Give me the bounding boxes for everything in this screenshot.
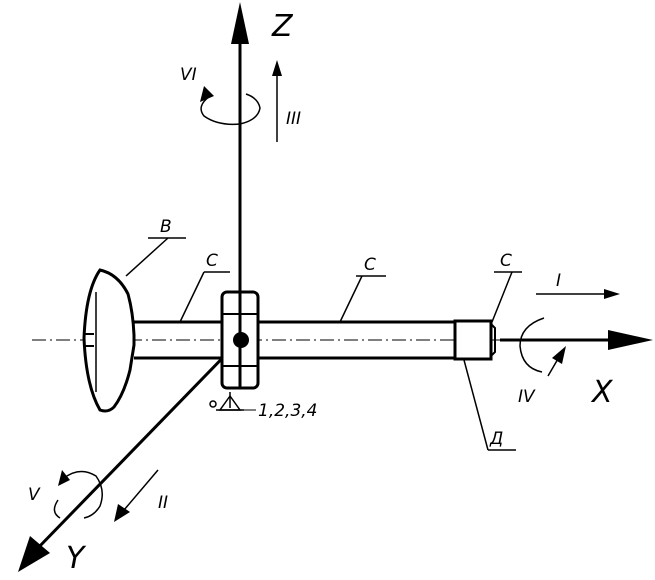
surface-d-callout: Д (463, 359, 516, 451)
nut (220, 290, 260, 390)
x-axis-arrowhead (608, 330, 653, 350)
screw-head (82, 268, 136, 413)
surface-c-label-3: C (500, 251, 512, 271)
surface-c-callout-1: C (179, 251, 230, 323)
rotation-z-label: VI (180, 65, 197, 85)
rotation-y-label: V (28, 485, 41, 505)
translation-x-indicator: I (536, 271, 620, 299)
translation-z-label: III (286, 109, 301, 129)
rotation-x-indicator: IV (518, 317, 566, 407)
surface-d-label: Д (489, 429, 503, 449)
surface-c-callout-2: C (339, 255, 386, 323)
thread-end (453, 319, 493, 361)
rotation-z-arrowhead (200, 86, 214, 102)
base-point-marker (209, 400, 217, 408)
base-label: 1,2,3,4 (258, 401, 317, 421)
rotation-x-arrowhead (552, 346, 566, 364)
z-axis: Z (231, 2, 294, 340)
surface-c-label-2: C (364, 255, 376, 275)
origin-point (233, 332, 249, 348)
y-axis-label: Y (66, 541, 87, 576)
translation-x-label: I (556, 271, 561, 291)
surface-b-callout: B (125, 217, 186, 277)
y-axis: Y (18, 338, 242, 576)
rotation-y-indicator: V (28, 470, 103, 519)
surface-c-label-1: C (206, 251, 218, 271)
x-axis-label: X (590, 375, 614, 410)
base-support: 1,2,3,4 (209, 392, 317, 421)
rotation-z-indicator: VI (180, 65, 261, 126)
translation-z-indicator: III (272, 60, 301, 142)
z-axis-arrowhead (231, 2, 249, 44)
translation-y-indicator: II (114, 469, 168, 522)
y-axis-arrowhead (18, 536, 50, 572)
x-axis: X (500, 330, 653, 410)
translation-x-arrowhead (604, 289, 620, 299)
surface-c-callout-3: C (491, 251, 522, 323)
translation-z-arrowhead (272, 60, 282, 76)
rotation-y-arrowhead (58, 470, 70, 486)
rotation-x-label: IV (518, 387, 536, 407)
surface-b-label: B (160, 217, 172, 237)
screw-shank (134, 319, 496, 361)
z-axis-label: Z (271, 9, 294, 44)
translation-y-label: II (158, 493, 168, 513)
translation-y-arrowhead (114, 504, 130, 522)
